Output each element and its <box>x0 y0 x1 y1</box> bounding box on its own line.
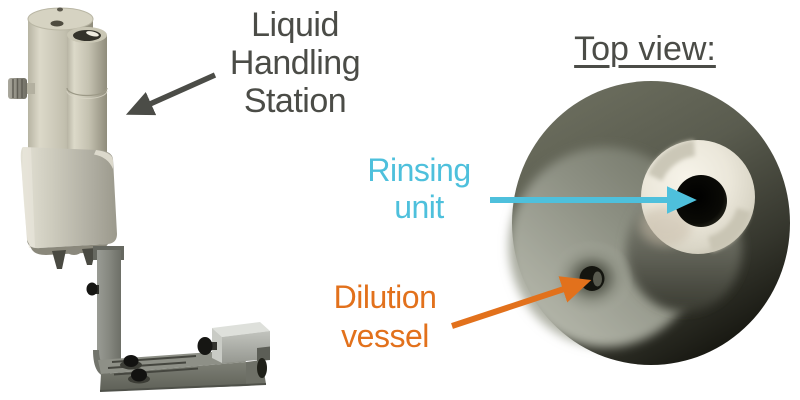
label-line: Dilution <box>333 279 437 315</box>
label-line: unit <box>394 189 444 225</box>
caption-line: Liquid <box>251 6 339 44</box>
top-view-title: Top view: <box>545 30 745 69</box>
clamp-block <box>197 322 270 378</box>
top-view-title-text: Top view: <box>574 30 716 68</box>
dilution-vessel-opening <box>550 240 634 316</box>
label-line: vessel <box>341 318 429 354</box>
dilution-vessel-label: Dilution vessel <box>305 278 465 356</box>
top-view-photo <box>509 81 790 365</box>
mounting-bracket <box>86 246 270 392</box>
rinsing-unit-label: Rinsing unit <box>339 152 499 226</box>
station-arrow-icon <box>125 72 217 116</box>
caption-line: Station <box>243 82 347 120</box>
station-illustration <box>8 7 270 392</box>
liquid-handling-station-caption: Liquid Handling Station <box>175 6 415 120</box>
station-body-block <box>20 147 117 269</box>
pipette-cylinders <box>8 7 108 154</box>
caption-line: Handling <box>229 44 361 82</box>
label-line: Rinsing <box>367 152 471 188</box>
dilution-arrow-icon <box>451 276 592 329</box>
